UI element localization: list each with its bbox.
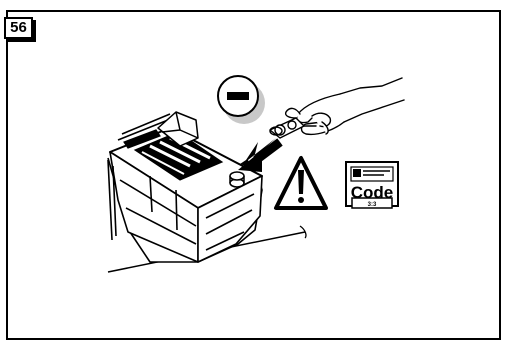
code-card-label: Code	[351, 183, 394, 202]
minus-sign-icon	[218, 76, 265, 124]
arrow-icon	[238, 138, 280, 172]
code-card-icon: Code 3:3	[346, 162, 398, 208]
negative-terminal	[230, 172, 244, 187]
hand-with-cable-clamp	[270, 78, 404, 138]
warning-triangle-icon	[276, 158, 326, 208]
code-card-sub-label: 3:3	[368, 202, 377, 208]
